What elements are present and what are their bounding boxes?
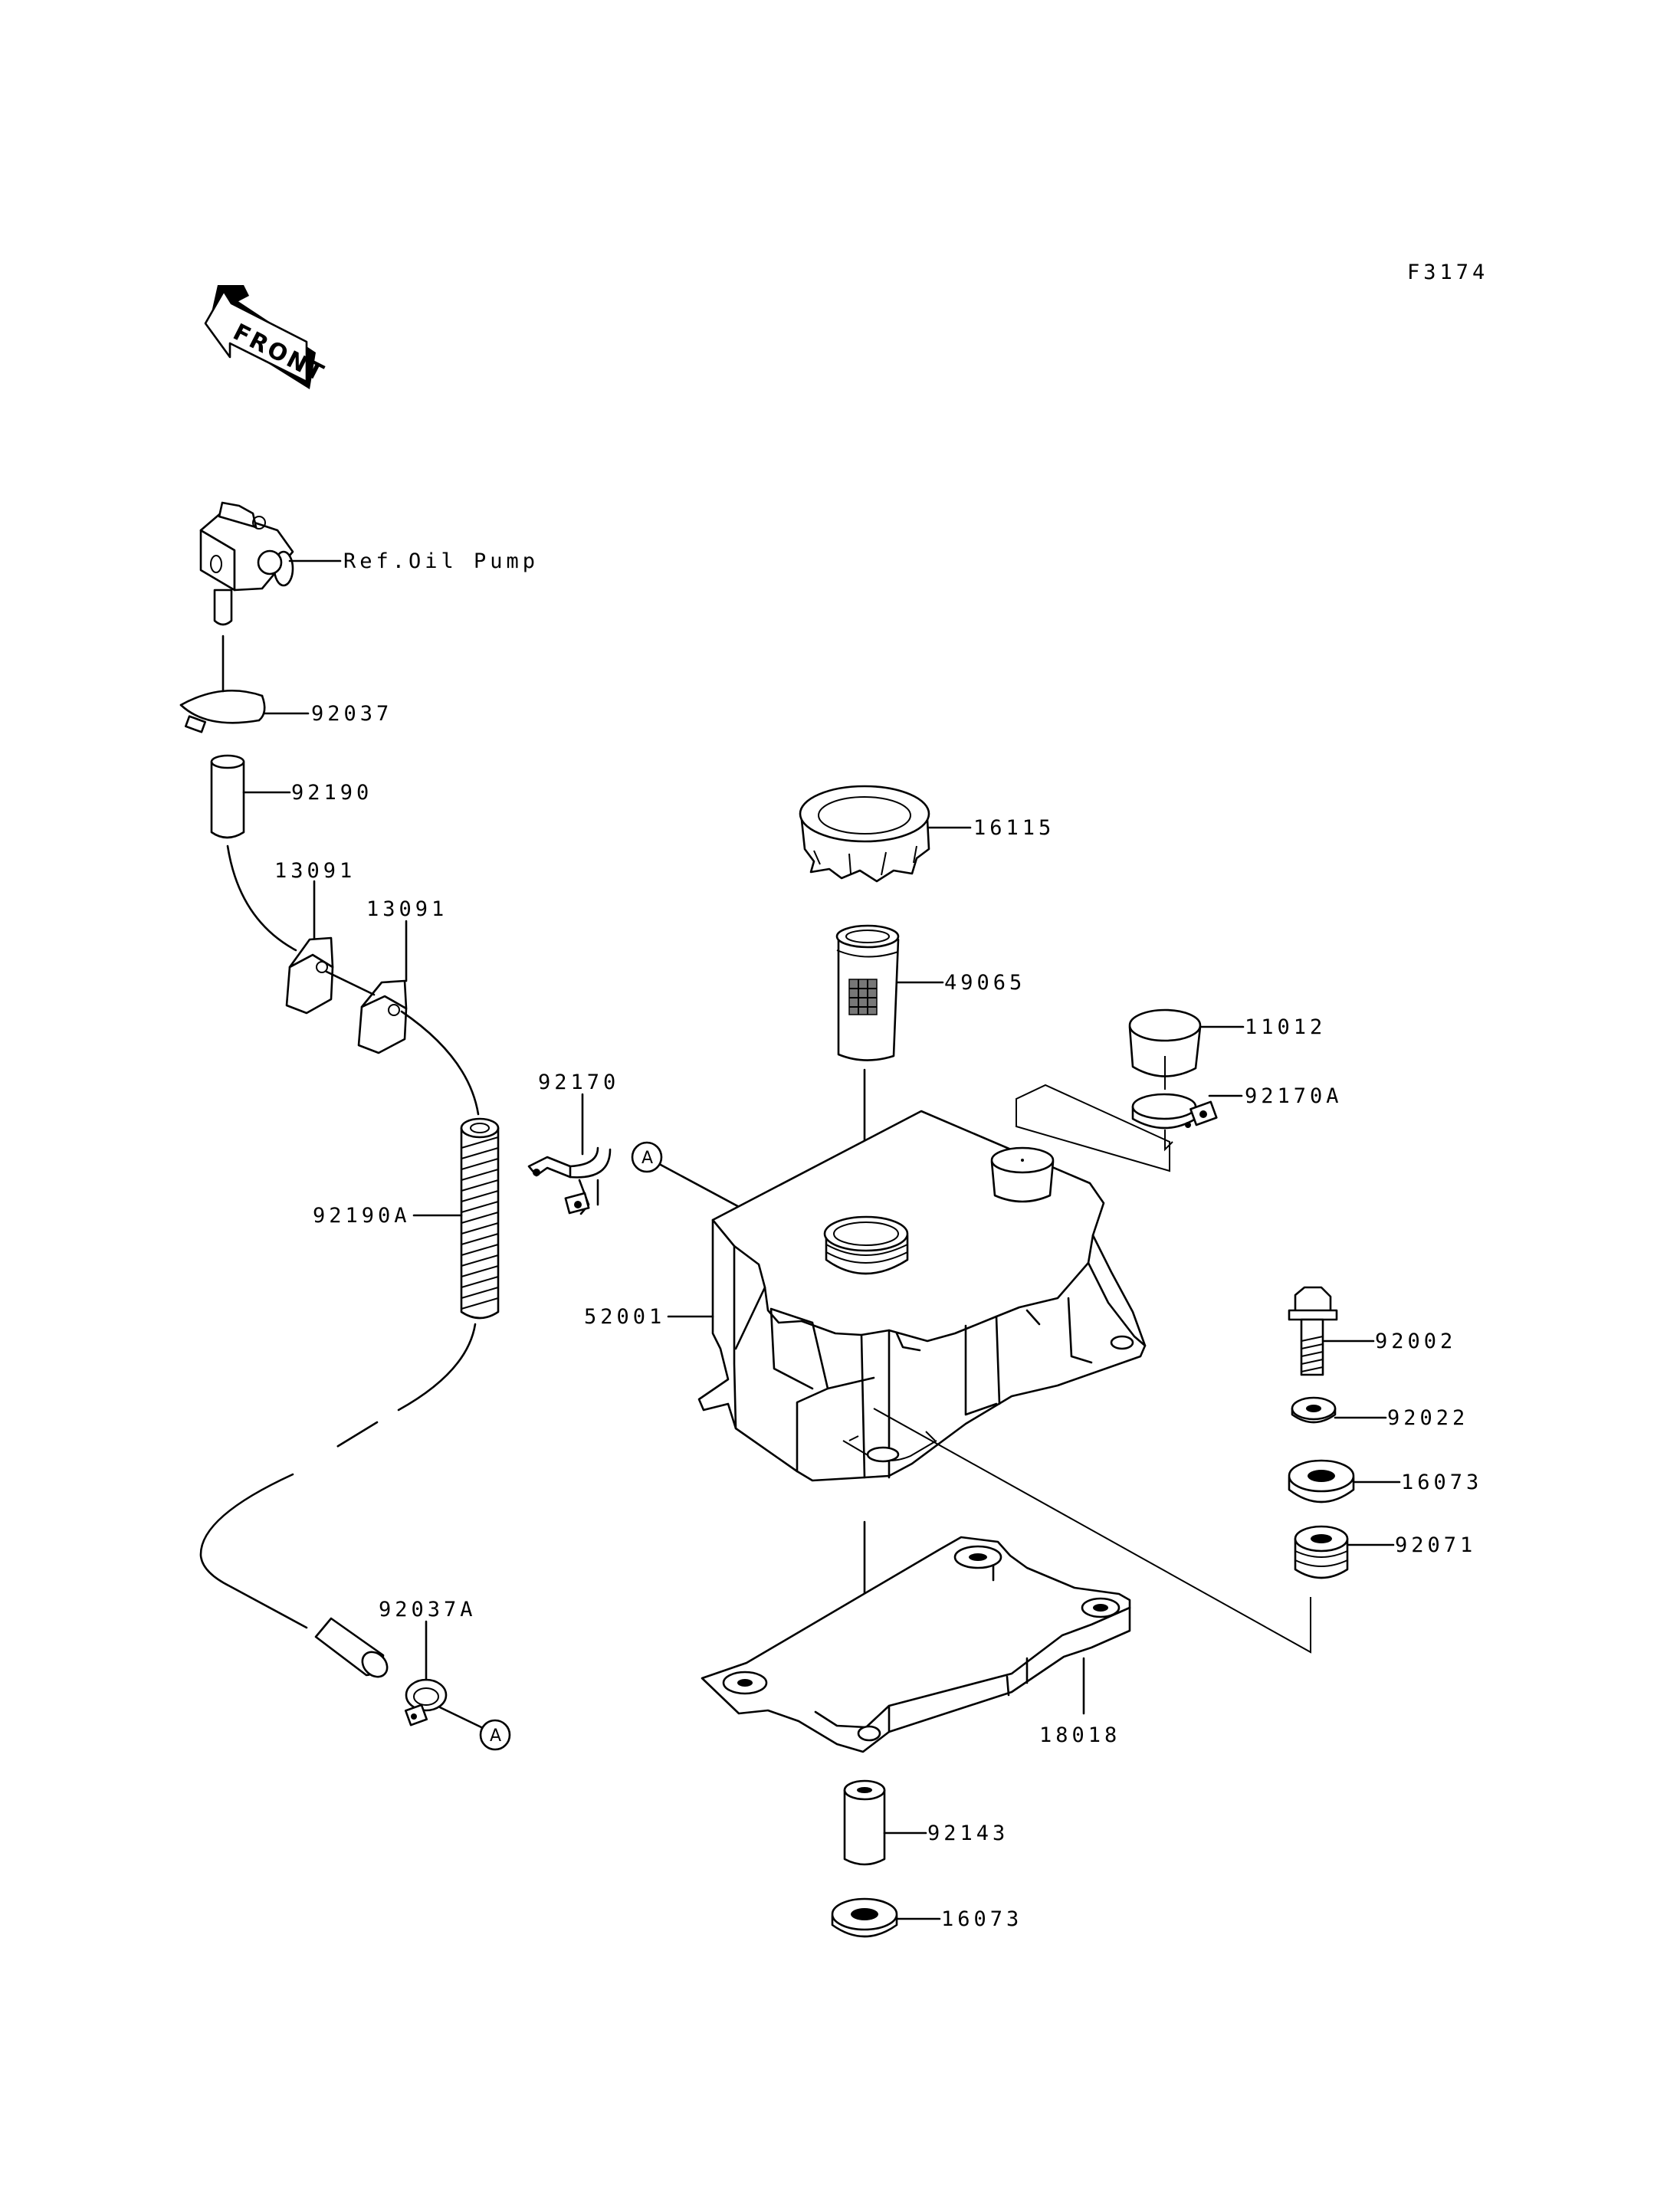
ref-marker-a-upper-text: A [641,1149,653,1168]
label-92037a: 92037A [379,1598,477,1622]
grommet-16073-upper [1288,1459,1355,1503]
damper-13091-a [285,936,334,1015]
tank-secondary-neck [990,1146,1055,1203]
grommet-16073-lower [831,1897,898,1938]
label-16073-upper: 16073 [1401,1471,1482,1494]
tank-filler-neck [823,1215,909,1275]
label-92170: 92170 [538,1071,619,1094]
bracket-92170 [527,1146,612,1215]
tank-52001 [697,1110,1147,1482]
label-92170a: 92170A [1245,1084,1343,1108]
oil-pump [199,501,294,626]
label-13091-b: 13091 [366,897,448,921]
strainer-49065 [835,924,900,1061]
label-16115: 16115 [973,816,1055,840]
washer-92022 [1291,1396,1337,1424]
label-92002: 92002 [1375,1330,1456,1353]
label-11012: 11012 [1245,1015,1326,1039]
bolt-92002 [1288,1286,1338,1376]
hose-92190a [460,1117,500,1320]
label-92037: 92037 [311,702,392,726]
clamp-92037a [404,1678,448,1726]
collar-92143 [843,1779,886,1866]
hose-92190 [210,754,245,839]
label-49065: 49065 [944,971,1025,995]
hose-lower [314,1617,389,1678]
clamp-92037 [179,689,266,733]
clamp-92170a [1131,1093,1218,1130]
ref-marker-a-lower: A [479,1719,511,1751]
damper-13091-b [357,979,408,1054]
cap-11012 [1128,1008,1202,1077]
ref-marker-a-upper: A [631,1141,663,1173]
label-16073-lower: 16073 [941,1907,1022,1931]
label-ref-oil-pump: Ref.Oil Pump [343,549,539,573]
label-92190a: 92190A [313,1204,411,1228]
label-18018: 18018 [1039,1723,1121,1747]
label-92190: 92190 [291,781,372,805]
label-92071: 92071 [1395,1533,1476,1557]
label-92022: 92022 [1387,1406,1468,1430]
bracket-18018 [701,1536,1131,1753]
front-arrow: FRONT [204,285,330,389]
ref-marker-a-lower-text: A [490,1726,501,1746]
grommet-92071 [1294,1525,1349,1579]
label-13091-a: 13091 [274,859,356,883]
label-92143: 92143 [927,1822,1009,1845]
label-52001: 52001 [584,1305,665,1329]
cap-16115 [799,785,930,883]
figure-code: F3174 [1407,261,1488,284]
